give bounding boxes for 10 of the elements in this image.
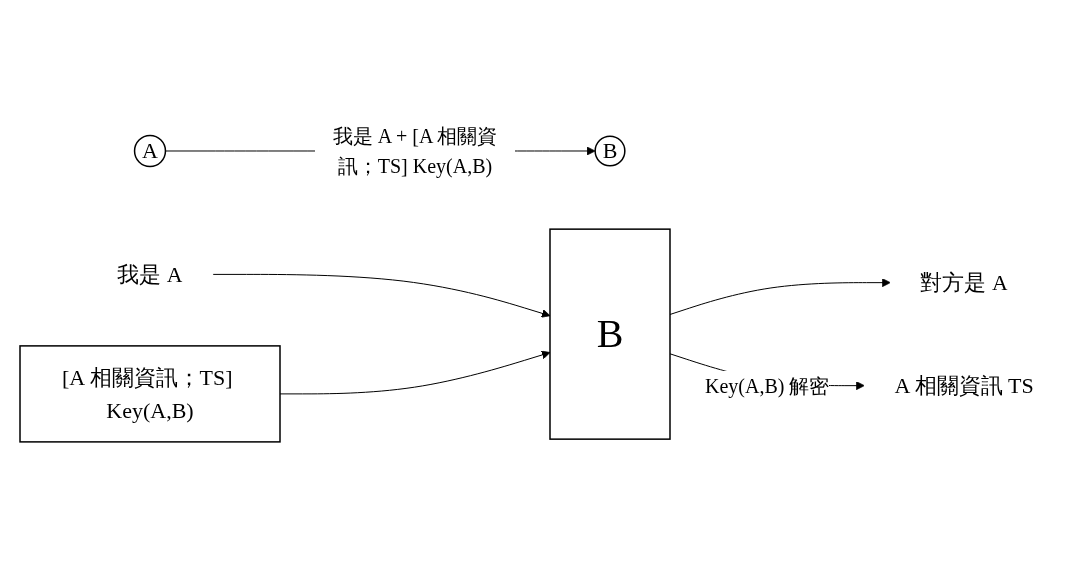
node-text: 我是 A [117, 261, 183, 287]
edge-label: Key(A,B) 解密 [705, 374, 830, 397]
node-text: A 相關資訊 TS [894, 372, 1034, 398]
node-circle: B [594, 134, 626, 167]
edge-label: 我是 A + [A 相關資訊；TS] Key(A,B) [332, 124, 498, 177]
node-circle: A [133, 134, 167, 167]
node-box: [A 相關資訊；TS] Key(A,B) [19, 344, 281, 443]
node-box: B [549, 227, 671, 440]
arrow [212, 273, 551, 318]
node-text: 對方是 A [920, 269, 1008, 295]
